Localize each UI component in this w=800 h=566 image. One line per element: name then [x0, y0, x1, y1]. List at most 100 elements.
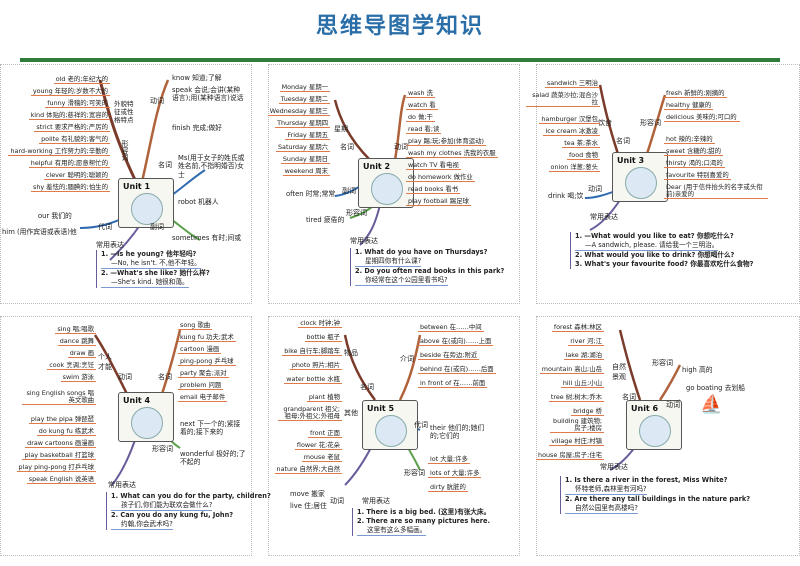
unit1-verb-2: finish 完成;做好 [172, 124, 222, 132]
unit4-verb-3: cook 烹调;烹饪 [47, 361, 96, 370]
unit4-noun-5: problem 问题 [178, 381, 224, 390]
unit6-verb-0: go boating 去划船 [686, 384, 745, 392]
unit5-adj-2: dirty 肮脏的 [428, 483, 468, 492]
unit4-verb-2: draw 画 [67, 349, 96, 358]
unit2-expr-1-q: 2. Do you often read books in this park? [355, 267, 505, 275]
unit6-expr-0-a: 怀特老师,森林里有河吗? [565, 485, 647, 495]
unit3-adj-1: healthy 健康的 [664, 101, 714, 110]
unit6-cat-nature: 自然景观 [612, 363, 626, 381]
unit1-adj-3: kind 体贴的;慈祥的;宽容的 [28, 111, 110, 120]
unit4-verb-1: dance 跳舞 [57, 337, 96, 346]
unit3-expr-0-a: —A sandwich, please. 请给我一个三明治。 [575, 241, 719, 251]
unit3-food-4: tea 茶;茶水 [562, 139, 600, 148]
unit1-noun-0: Ms(用于女子的姓氏或姓名前,不指明婚否)女士 [178, 154, 245, 179]
unit1-cat-describe: 外貌特征或性格特点 [114, 100, 134, 124]
unit2-cat-noun: 名词 [340, 143, 354, 151]
unit2-day-1: Tuesday 星期二 [278, 95, 330, 104]
unit1-illustration [131, 193, 163, 225]
unit5-prep-4: in front of 在……前面 [418, 379, 488, 388]
unit5-cat-verb: 动词 [330, 497, 344, 505]
unit3-food-5: food 食物 [567, 151, 600, 160]
unit6-noun-3: mountain 高山;山岳 [539, 365, 604, 374]
unit4-label: Unit 4 [123, 396, 151, 405]
unit3-cat-adjective: 形容词 [640, 119, 661, 127]
unit2-verb-8: read books 看书 [406, 185, 461, 194]
unit1-expr-1-a: —She's kind. 她很和蔼。 [101, 278, 189, 288]
unit4-adj-1: wonderful 极好的;了不起的 [180, 450, 246, 467]
unit2-verb-4: play 踢;玩;参加(体育运动) [406, 137, 486, 146]
boat-icon: ⛵ [700, 394, 723, 415]
unit5-prep-3: behind 在(或向)……后面 [418, 365, 496, 374]
unit4-expr-1-q: 2. Can you do any kung fu, John? [111, 511, 234, 519]
unit4-expr-1-a: 约翰,你会武术吗? [111, 520, 173, 530]
unit6-noun-9: house 房屋;房子;住宅 [536, 451, 604, 460]
unit6-expressions: 1. Is there a river in the forest, Miss … [560, 476, 780, 514]
unit2-verb-1: watch 看 [406, 101, 438, 110]
unit1-adj-4: strict 要求严格的;严厉的 [34, 123, 110, 132]
title-underline [20, 58, 780, 62]
unit3-adj-7: Dear (用于信件抬头的名字或头衔前)亲爱的 [664, 184, 768, 199]
unit1-cat-expressions: 常用表达 [96, 241, 124, 249]
unit2-adv-0: often 时常;常常 [286, 190, 336, 198]
panel-unit2 [268, 64, 520, 304]
unit3-adj-6: favourite 特别喜爱的 [664, 171, 731, 180]
unit2-day-6: Sunday 星期日 [280, 155, 330, 164]
unit4-verb-5: sing English songs 唱英文歌曲 [22, 390, 96, 405]
unit3-verb-0: drink 喝;饮 [548, 192, 584, 200]
unit1-adj-6: hard-working 工作努力的;辛勤的 [8, 147, 110, 156]
unit4-noun-3: ping-pong 乒乓球 [178, 357, 236, 366]
unit3-expressions: 1. —What would you like to eat? 你想吃什么? —… [570, 232, 780, 269]
unit4-verb-10: play ping-pong 打乒乓球 [16, 463, 96, 472]
panel-unit1 [0, 64, 252, 304]
unit5-expr-0-q: 1. There is a big bed. (这里)有张大床。 [357, 508, 491, 516]
unit1-adj-9: shy 羞怯的;腼腆的;怕生的 [30, 183, 110, 192]
unit2-day-0: Monday 星期一 [279, 83, 330, 92]
unit1-expr-0-a: —No, he isn't. 不,他不年轻。 [101, 259, 201, 269]
unit6-expr-0-q: 1. Is there a river in the forest, Miss … [565, 476, 728, 484]
unit5-other-2: front 正面 [307, 429, 342, 438]
unit3-cat-expressions: 常用表达 [590, 213, 618, 221]
unit4-verb-8: draw cartoons 画漫画 [25, 439, 96, 448]
unit5-other-4: mouse 老鼠 [301, 453, 342, 462]
panel-unit4 [0, 316, 252, 556]
unit4-cat-expressions: 常用表达 [108, 481, 136, 489]
unit6-expr-1-a: 自然公园里有高楼吗? [565, 504, 638, 514]
panel-unit5 [268, 316, 520, 556]
unit6-noun-7: building 建筑物;房子;楼房 [550, 418, 604, 433]
unit4-verb-11: speak English 说英语 [26, 475, 96, 484]
unit3-expr-1-q: 2. What would you like to drink? 你想喝什么? [575, 251, 735, 259]
unit5-cat-pronoun: 代词 [414, 421, 428, 429]
unit4-noun-1: kung fu 功夫;武术 [178, 333, 236, 342]
unit1-label: Unit 1 [123, 182, 151, 191]
unit3-food-6: onion 洋葱;葱头 [548, 163, 600, 172]
unit1-verb-0: know 知道;了解 [172, 74, 222, 82]
unit1-expr-1-q: 2. —What's she like? 她什么样? [101, 269, 210, 277]
unit6-cat-noun: 名词 [622, 393, 636, 401]
unit2-expr-1-a: 你经常在这个公园里看书吗? [355, 276, 448, 286]
unit4-expressions: 1. What can you do for the party, childr… [106, 492, 271, 530]
unit5-other-5: nature 自然界;大自然 [274, 465, 342, 474]
unit6-noun-1: river 河;江 [568, 337, 604, 346]
unit4-verb-6: play the pipa 弹琵琶 [28, 415, 96, 424]
unit2-cat-adjective: 形容词 [346, 209, 367, 217]
unit2-day-5: Saturday 星期六 [275, 143, 330, 152]
unit4-noun-0: song 歌曲 [178, 321, 213, 330]
unit4-cat-verb: 动词 [118, 373, 132, 381]
unit5-prep-1: above 在(或向)……上面 [418, 337, 494, 346]
unit5-cat-noun: 名词 [360, 383, 374, 391]
unit2-verb-7: do homework 做作业 [406, 173, 475, 182]
unit5-thing-4: water bottle 水瓶 [284, 375, 342, 384]
unit4-cat-personal: 个人才能 [98, 353, 112, 371]
unit1-cat-adjective: 形容词 [121, 140, 129, 161]
unit1-adj-7: helpful 有用的;愿意帮忙的 [28, 159, 110, 168]
unit1-adj-0: old 老的;年纪大的 [53, 75, 110, 84]
unit2-cat-adverb: 副词 [342, 187, 356, 195]
unit1-expressions: 1. —Is he young? 他年轻吗? —No, he isn't. 不,… [96, 250, 251, 288]
unit1-cat-verb: 动词 [150, 97, 164, 105]
page-title: 思维导图学知识 [315, 14, 484, 39]
unit1-cat-noun: 名词 [158, 161, 172, 169]
unit1-adv-0: sometimes 有时;间或 [172, 234, 242, 242]
unit4-verb-9: play basketball 打篮球 [22, 451, 96, 460]
unit5-center: Unit 5 [362, 400, 418, 450]
unit4-illustration [131, 407, 163, 439]
